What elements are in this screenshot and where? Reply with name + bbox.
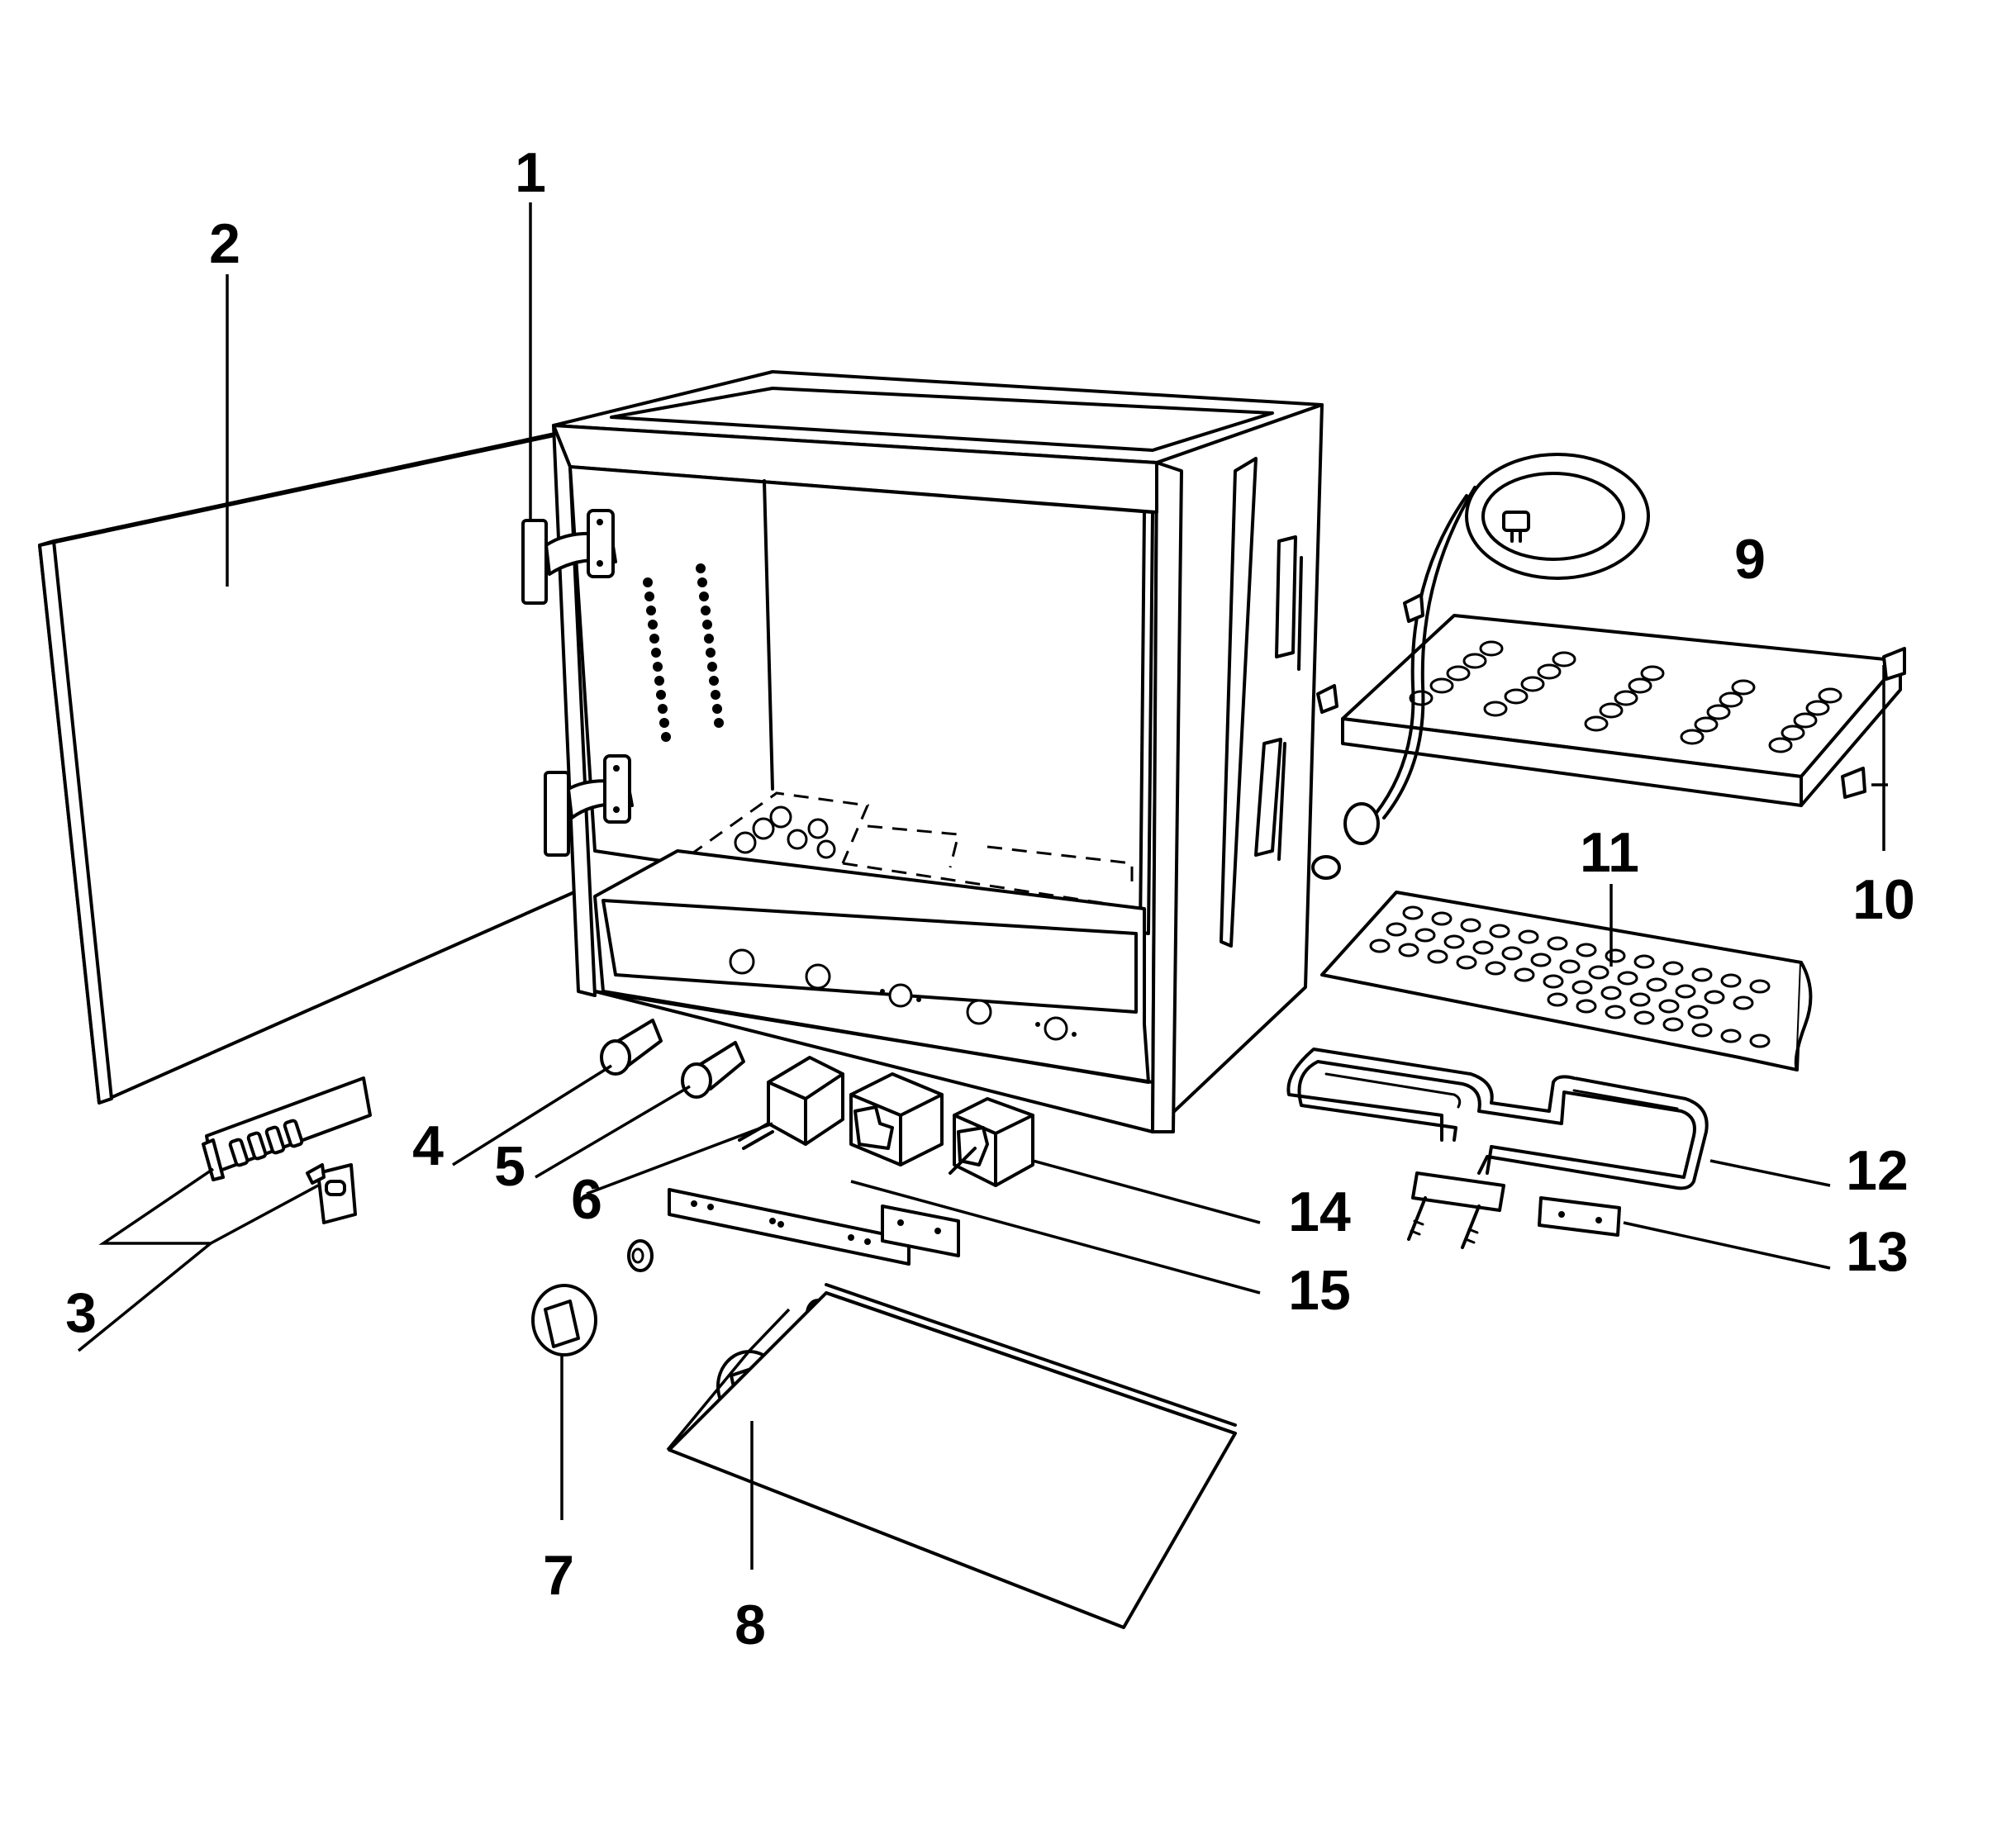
element-bracket bbox=[1538, 1196, 1621, 1237]
callout-3: 3 bbox=[65, 1281, 97, 1344]
callout-12: 12 bbox=[1846, 1139, 1909, 1202]
mounting-bar bbox=[668, 1188, 911, 1266]
callout-15: 15 bbox=[1288, 1259, 1351, 1322]
callout-5: 5 bbox=[494, 1135, 525, 1198]
callout-labels: 1 2 3 4 5 6 7 8 9 10 11 12 13 14 15 bbox=[65, 141, 1915, 1656]
rack-support-clips bbox=[1316, 593, 1906, 799]
heating-element bbox=[1286, 1048, 1709, 1249]
baking-tray bbox=[1341, 614, 1902, 807]
thermostat-block bbox=[849, 1072, 944, 1166]
tray-holes bbox=[1409, 640, 1842, 753]
washer-a bbox=[627, 1239, 654, 1272]
callout-1: 1 bbox=[515, 141, 546, 204]
perforated-plate bbox=[1320, 891, 1813, 1071]
hinge-lower bbox=[544, 754, 634, 857]
indicator-light-a bbox=[600, 1019, 663, 1076]
door-latch-strip bbox=[202, 1076, 372, 1181]
leader-lines bbox=[77, 202, 1888, 1570]
callout-6: 6 bbox=[571, 1168, 602, 1231]
callout-9: 9 bbox=[1734, 528, 1766, 591]
cord-grommet bbox=[1311, 802, 1380, 880]
oven-cabinet bbox=[552, 370, 1324, 1133]
crumb-tray bbox=[668, 1283, 1237, 1629]
hinge-upper bbox=[521, 509, 617, 605]
callout-10: 10 bbox=[1852, 868, 1915, 931]
small-plate bbox=[881, 1204, 960, 1257]
callout-2: 2 bbox=[209, 212, 240, 275]
door-latch-catch bbox=[306, 1163, 357, 1224]
callout-7: 7 bbox=[543, 1544, 574, 1607]
power-cord bbox=[1374, 453, 1650, 820]
callout-8: 8 bbox=[735, 1594, 766, 1656]
callout-11: 11 bbox=[1580, 821, 1639, 884]
selector-switch bbox=[738, 1056, 844, 1150]
indicator-light-b bbox=[681, 1041, 745, 1099]
callout-14: 14 bbox=[1288, 1181, 1351, 1243]
callout-13: 13 bbox=[1846, 1220, 1909, 1283]
callout-4: 4 bbox=[412, 1114, 444, 1177]
knob-a bbox=[531, 1284, 597, 1356]
vent-holes bbox=[643, 563, 724, 742]
timer-block bbox=[949, 1097, 1034, 1187]
door-panel bbox=[38, 428, 576, 1105]
